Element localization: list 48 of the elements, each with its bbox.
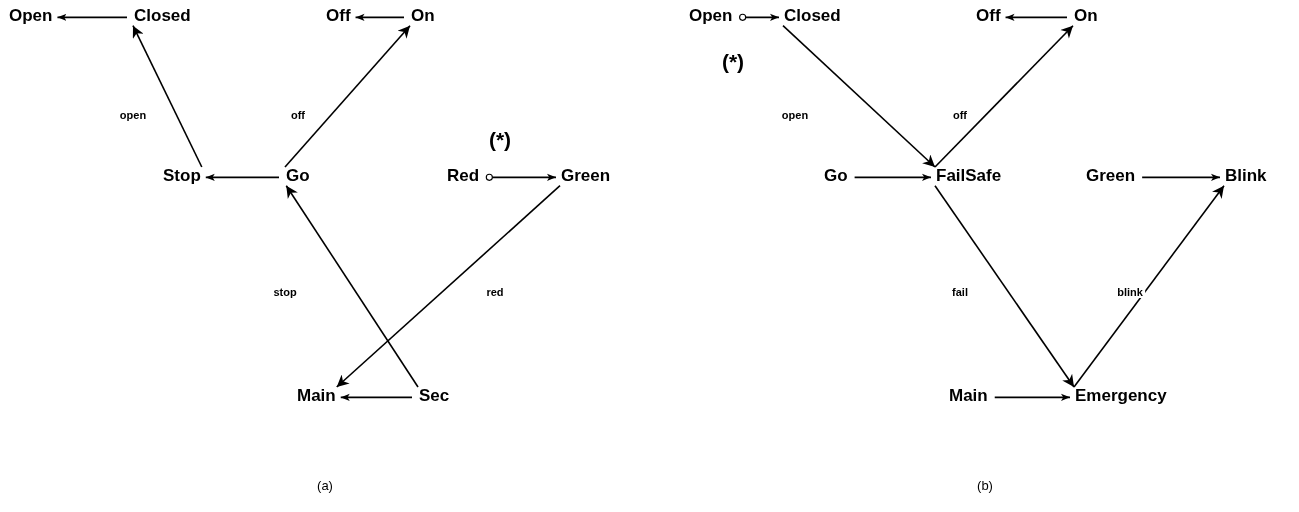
state-label: Emergency xyxy=(1074,387,1168,406)
arrow xyxy=(285,184,419,388)
arrow xyxy=(56,13,128,21)
arrow xyxy=(1141,173,1221,181)
arrow xyxy=(934,184,1075,388)
state-label: Go xyxy=(285,167,311,186)
state-label: Blink xyxy=(1224,167,1268,186)
state-label: On xyxy=(1073,7,1099,26)
arrow xyxy=(738,13,780,21)
arrow xyxy=(485,173,557,181)
panel-caption: (b) xyxy=(977,477,993,493)
edge-label: (*) xyxy=(487,128,513,152)
edge-label: (*) xyxy=(720,50,746,74)
edge-label: red xyxy=(484,286,506,298)
state-label: Closed xyxy=(783,7,842,26)
state-label: Go xyxy=(823,167,849,186)
state-label: Off xyxy=(325,7,352,26)
edge-label: stop xyxy=(271,286,299,298)
state-label: Red xyxy=(446,167,481,186)
state-label: Closed xyxy=(133,7,192,26)
arrow xyxy=(782,24,936,168)
state-label: Off xyxy=(975,7,1002,26)
arrow xyxy=(1073,184,1225,388)
state-label: Main xyxy=(948,387,989,406)
arrow xyxy=(993,393,1071,401)
arrow xyxy=(1004,13,1068,21)
state-label: Stop xyxy=(162,167,202,186)
state-label: Open xyxy=(688,7,734,26)
arrow xyxy=(132,24,203,168)
arrow xyxy=(354,13,405,21)
state-label: Green xyxy=(560,167,612,186)
edge-label: off xyxy=(289,109,307,121)
state-label: Main xyxy=(296,387,337,406)
arrow xyxy=(335,184,561,388)
edge-label: off xyxy=(951,109,969,121)
arrow xyxy=(205,173,280,181)
panel-caption: (a) xyxy=(317,477,333,493)
arrow xyxy=(853,173,932,181)
edge-label: blink xyxy=(1115,286,1145,298)
arrow xyxy=(284,24,411,168)
state-label: Sec xyxy=(418,387,451,406)
edge-label: fail xyxy=(950,286,970,298)
state-label: Open xyxy=(8,7,54,26)
state-label: Green xyxy=(1085,167,1137,186)
state-label: On xyxy=(410,7,436,26)
state-label: FailSafe xyxy=(935,167,1003,186)
arrow xyxy=(339,393,413,401)
arrow xyxy=(934,24,1074,168)
